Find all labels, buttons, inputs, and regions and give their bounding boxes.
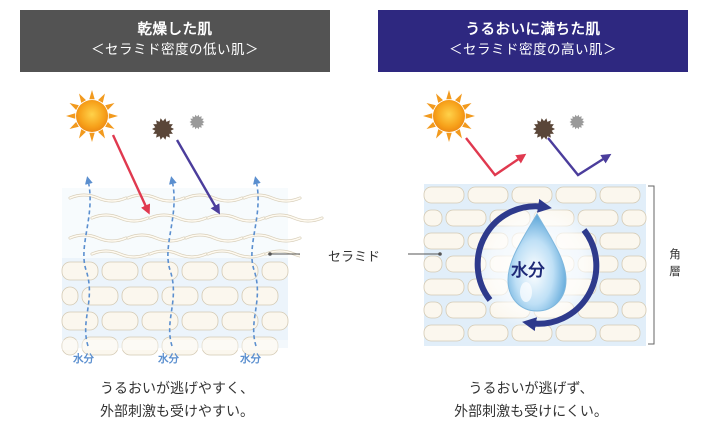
moist-skin-caption-line2: 外部刺激も受けにくい。	[454, 404, 608, 420]
skin-cell	[121, 336, 159, 356]
dry-skin-cells	[61, 188, 324, 356]
skin-cell	[201, 286, 239, 306]
dry-skin-caption: うるおいが逃げやすく、 外部刺激も受けやすい。	[0, 378, 354, 424]
skin-cell	[467, 324, 509, 342]
skin-cell	[121, 286, 159, 306]
water-circulation	[471, 198, 603, 332]
skin-cell	[141, 311, 179, 331]
ceramide-label: セラミド	[300, 246, 408, 265]
pollutant-arrow-purple-reflected	[547, 137, 612, 177]
sun-icon	[423, 90, 475, 142]
skin-cell	[599, 324, 641, 342]
skin-cell	[241, 286, 279, 306]
skin-cell	[61, 336, 79, 356]
skin-cell	[101, 261, 139, 281]
moist-skin-subtitle: ＜セラミド密度の高い肌＞	[449, 42, 617, 58]
drop-water-label: 水分	[511, 261, 545, 281]
skin-cell	[101, 311, 139, 331]
dry-skin-subtitle: ＜セラミド密度の低い肌＞	[91, 42, 259, 58]
skin-cell	[423, 232, 465, 250]
moist-skin-caption: うるおいが逃げず、 外部刺激も受けにくい。	[354, 378, 708, 424]
skin-cell	[261, 311, 289, 331]
skin-cell	[141, 261, 179, 281]
moist-skin-caption-line1: うるおいが逃げず、	[468, 381, 594, 397]
skin-cell	[181, 261, 219, 281]
skin-cell	[241, 336, 279, 356]
skin-cell	[423, 278, 465, 296]
skin-cell	[423, 209, 443, 227]
pollutant-arrow-purple	[175, 139, 221, 215]
moist-skin-panel: うるおいに満ちた肌 ＜セラミド密度の高い肌＞ うるおいが逃げず、 外部刺激も受け…	[354, 0, 708, 431]
skin-cell	[261, 261, 289, 281]
skin-cell	[423, 255, 443, 273]
skin-cell	[467, 186, 509, 204]
skin-cell	[161, 336, 199, 356]
stratum-bracket	[648, 185, 655, 345]
uv-arrow-red-reflected	[465, 137, 527, 177]
skin-cell	[555, 324, 597, 342]
dry-skin-panel: 乾燥した肌 ＜セラミド密度の低い肌＞ うるおいが逃げやすく、 外部刺激も受けやす…	[0, 10, 354, 424]
skin-cell	[81, 286, 119, 306]
water-label-3: 水分	[240, 353, 261, 365]
water-label-2: 水分	[158, 353, 179, 365]
stratum-corneum-label: 角層	[669, 247, 681, 278]
skin-cell	[621, 301, 647, 319]
skin-cell	[445, 301, 487, 319]
uv-arrow-red	[111, 134, 151, 215]
skin-cell	[423, 186, 465, 204]
water-escape-arrow	[167, 176, 177, 347]
skin-cell	[181, 311, 219, 331]
circulation-arrow-left	[474, 198, 552, 302]
skin-cell	[221, 311, 259, 331]
skin-cell	[423, 324, 465, 342]
skin-cell	[423, 301, 443, 319]
water-escape-arrow	[251, 176, 261, 347]
skin-cell	[599, 232, 641, 250]
dry-skin-header: 乾燥した肌 ＜セラミド密度の低い肌＞	[20, 10, 330, 72]
sun-icon	[66, 90, 118, 142]
skin-cell	[555, 186, 597, 204]
moist-skin-header: うるおいに満ちた肌 ＜セラミド密度の高い肌＞	[378, 10, 688, 72]
skin-cell	[621, 209, 647, 227]
skin-cell	[221, 261, 259, 281]
skin-cell	[445, 209, 487, 227]
dry-skin-caption-line2: 外部刺激も受けやすい。	[100, 404, 254, 420]
skin-cell	[61, 286, 79, 306]
dry-skin-title: 乾燥した肌	[137, 22, 213, 38]
skin-cell	[61, 261, 99, 281]
gray-particle-icon	[569, 114, 585, 130]
gray-particle-icon	[189, 114, 205, 130]
water-escape-arrows	[83, 176, 261, 347]
skin-cell	[599, 186, 641, 204]
skin-cell	[599, 278, 641, 296]
skin-cell	[81, 336, 119, 356]
moist-skin-title: うるおいに満ちた肌	[465, 22, 601, 38]
water-label-1: 水分	[73, 353, 94, 365]
skin-cell	[201, 336, 239, 356]
dark-particle-icon	[533, 118, 555, 140]
skin-cell	[161, 286, 199, 306]
circulation-arrow-right	[522, 228, 600, 332]
water-escape-arrow	[83, 176, 93, 347]
dark-particle-icon	[152, 118, 174, 140]
skin-cell	[621, 255, 647, 273]
dry-skin-caption-line1: うるおいが逃げやすく、	[100, 381, 254, 397]
skin-cell	[61, 311, 99, 331]
